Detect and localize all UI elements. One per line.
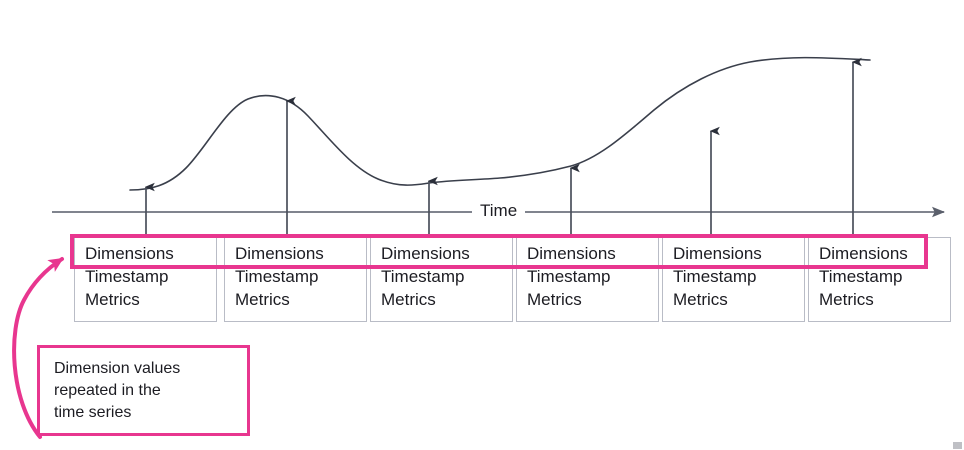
dimensions-row-highlight[interactable]	[70, 234, 928, 269]
record-5-timestamp: Timestamp	[673, 267, 757, 286]
record-5-metrics: Metrics	[673, 290, 728, 309]
corner-artifact	[953, 442, 962, 449]
callout-line-3: time series	[54, 404, 132, 421]
record-6-dimensions: Dimensions	[819, 244, 908, 263]
time-axis-label: Time	[472, 201, 526, 221]
record-5-dimensions: Dimensions	[673, 244, 762, 263]
callout-line-2: repeated in the	[54, 382, 161, 399]
record-3-timestamp: Timestamp	[381, 267, 465, 286]
record-box-3[interactable]: Dimensions Timestamp Metrics	[370, 237, 513, 322]
record-box-4[interactable]: Dimensions Timestamp Metrics	[516, 237, 659, 322]
metric-curve	[129, 56, 871, 191]
callout-box[interactable]: Dimension values repeated in the time se…	[37, 345, 250, 436]
record-4-timestamp: Timestamp	[527, 267, 611, 286]
callout-line-1: Dimension values	[54, 360, 181, 377]
record-2-metrics: Metrics	[235, 290, 290, 309]
record-3-metrics: Metrics	[381, 290, 436, 309]
record-3-dimensions: Dimensions	[381, 244, 470, 263]
record-1-dimensions: Dimensions	[85, 244, 174, 263]
record-1-metrics: Metrics	[85, 290, 140, 309]
record-6-timestamp: Timestamp	[819, 267, 903, 286]
record-1-timestamp: Timestamp	[85, 267, 169, 286]
record-2-dimensions: Dimensions	[235, 244, 324, 263]
record-6-metrics: Metrics	[819, 290, 874, 309]
callout-connector-arrow	[12, 257, 64, 439]
record-4-dimensions: Dimensions	[527, 244, 616, 263]
record-2-timestamp: Timestamp	[235, 267, 319, 286]
record-box-5[interactable]: Dimensions Timestamp Metrics	[662, 237, 805, 322]
record-4-metrics: Metrics	[527, 290, 582, 309]
record-box-6[interactable]: Dimensions Timestamp Metrics	[808, 237, 951, 322]
record-box-2[interactable]: Dimensions Timestamp Metrics	[224, 237, 367, 322]
record-box-1[interactable]: Dimensions Timestamp Metrics	[74, 237, 217, 322]
